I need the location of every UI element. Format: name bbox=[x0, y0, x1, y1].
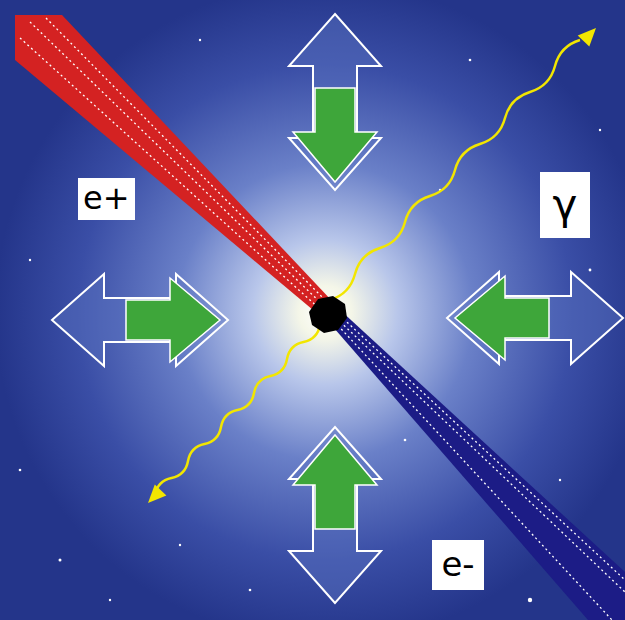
label-box: e+ bbox=[78, 178, 135, 220]
compression-arrow bbox=[447, 272, 623, 364]
particle-label: γ bbox=[553, 182, 578, 228]
collision-point bbox=[309, 296, 347, 333]
compression-arrow bbox=[289, 14, 381, 190]
particle-label: e+ bbox=[83, 181, 130, 216]
gamma-arrowhead bbox=[148, 484, 166, 503]
positron-beam bbox=[15, 15, 333, 315]
gamma-ray bbox=[155, 40, 580, 495]
particle-label: e- bbox=[441, 546, 474, 583]
gamma-arrowhead bbox=[578, 28, 596, 47]
label-box: γ bbox=[540, 172, 590, 238]
label-box: e- bbox=[432, 540, 484, 590]
compression-arrow bbox=[289, 427, 381, 603]
compression-arrow bbox=[52, 274, 228, 366]
